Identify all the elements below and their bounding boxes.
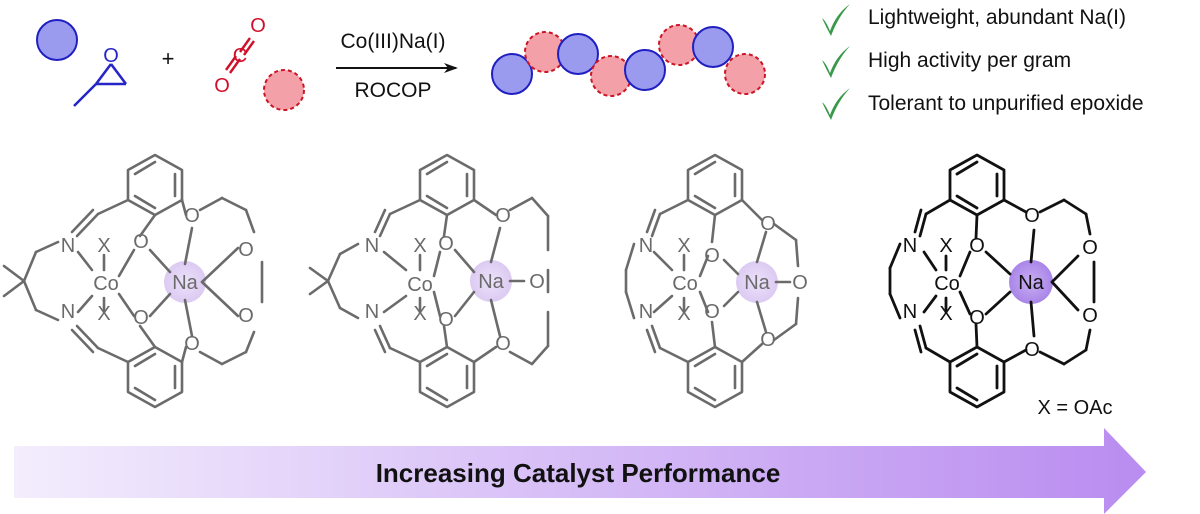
- svg-text:O: O: [184, 205, 200, 227]
- svg-text:O: O: [184, 333, 200, 355]
- svg-text:O: O: [704, 301, 720, 323]
- co2-monomer-circle: [263, 69, 305, 111]
- svg-text:O: O: [438, 233, 454, 255]
- catalyst-structure-1: N N X X Co Na O O O O O O: [2, 153, 264, 409]
- svg-text:N: N: [639, 235, 653, 257]
- catalyst-structure-4: N N X X Co Na O O O O O O: [888, 153, 1098, 409]
- svg-text:N: N: [61, 235, 75, 257]
- performance-label: Increasing Catalyst Performance: [376, 458, 781, 488]
- catalyst-structure-2: N N X X Co Na O O O O O: [308, 153, 550, 409]
- svg-text:O: O: [133, 307, 149, 329]
- svg-text:X: X: [939, 303, 952, 325]
- check-icon: [822, 46, 850, 78]
- catalyst-structure-3: N N X X Co Na O O O O O: [624, 153, 808, 409]
- svg-text:O: O: [1082, 305, 1098, 327]
- plus-sign: +: [162, 46, 175, 71]
- svg-text:O: O: [1024, 339, 1040, 361]
- na-highlight: [1009, 260, 1053, 304]
- svg-text:X: X: [97, 303, 110, 325]
- svg-text:X: X: [97, 235, 110, 257]
- svg-text:O: O: [438, 309, 454, 331]
- svg-text:O: O: [495, 205, 511, 227]
- propylene-oxide-structure: [73, 63, 128, 107]
- copolymer-chain: [491, 24, 766, 97]
- list-item: High activity per gram: [822, 46, 1071, 78]
- svg-text:O: O: [529, 271, 545, 293]
- na-highlight: [164, 261, 206, 303]
- svg-text:O: O: [760, 213, 776, 235]
- svg-text:Lightweight, abundant Na(I): Lightweight, abundant Na(I): [868, 6, 1126, 29]
- sodium-center: Na: [172, 272, 198, 294]
- svg-text:O: O: [969, 235, 985, 257]
- svg-text:O: O: [1024, 205, 1040, 227]
- epoxide-monomer-circle: [36, 19, 78, 61]
- co2-carbon: C: [233, 45, 247, 67]
- svg-text:High activity per gram: High activity per gram: [868, 49, 1071, 72]
- svg-text:O: O: [704, 245, 720, 267]
- feature-list: Lightweight, abundant Na(I) High activit…: [822, 4, 1144, 120]
- sodium-center: Na: [478, 271, 504, 293]
- svg-text:O: O: [792, 272, 808, 294]
- svg-text:O: O: [760, 329, 776, 351]
- ligand-legend: X = OAc: [1037, 397, 1112, 419]
- svg-text:X: X: [677, 303, 690, 325]
- rocop-label: ROCOP: [354, 79, 431, 102]
- co2-oxygen-top: O: [250, 15, 266, 37]
- svg-text:O: O: [495, 333, 511, 355]
- cobalt-center: Co: [672, 273, 698, 295]
- svg-text:X: X: [413, 303, 426, 325]
- list-item: Lightweight, abundant Na(I): [822, 4, 1126, 36]
- cobalt-center: Co: [934, 273, 960, 295]
- svg-text:O: O: [969, 307, 985, 329]
- co2-structure: [225, 37, 255, 74]
- svg-text:N: N: [61, 301, 75, 323]
- svg-text:O: O: [133, 231, 149, 253]
- check-icon: [822, 4, 850, 36]
- reaction-scheme: O + O C O Co(III)Na(I) ROCOP: [36, 15, 766, 111]
- co2-oxygen-bottom: O: [214, 75, 230, 97]
- svg-text:X: X: [677, 235, 690, 257]
- svg-text:N: N: [903, 301, 917, 323]
- list-item: Tolerant to unpurified epoxide: [822, 88, 1144, 120]
- sodium-center: Na: [1018, 272, 1044, 294]
- svg-text:N: N: [365, 301, 379, 323]
- catalyst-label: Co(III)Na(I): [341, 30, 446, 53]
- svg-text:O: O: [238, 305, 254, 327]
- svg-text:O: O: [1082, 237, 1098, 259]
- sodium-center: Na: [744, 272, 770, 294]
- na-highlight: [470, 260, 512, 302]
- na-highlight: [736, 261, 778, 303]
- svg-text:N: N: [639, 301, 653, 323]
- svg-text:N: N: [365, 235, 379, 257]
- svg-text:Tolerant to unpurified epoxide: Tolerant to unpurified epoxide: [868, 92, 1144, 115]
- performance-arrow: Increasing Catalyst Performance: [14, 428, 1146, 514]
- cobalt-center: Co: [93, 273, 119, 295]
- svg-text:O: O: [238, 239, 254, 261]
- svg-text:X: X: [939, 235, 952, 257]
- epoxide-oxygen: O: [103, 45, 119, 67]
- check-icon: [822, 88, 850, 120]
- svg-text:X: X: [413, 235, 426, 257]
- svg-text:N: N: [903, 235, 917, 257]
- cobalt-center: Co: [407, 274, 433, 296]
